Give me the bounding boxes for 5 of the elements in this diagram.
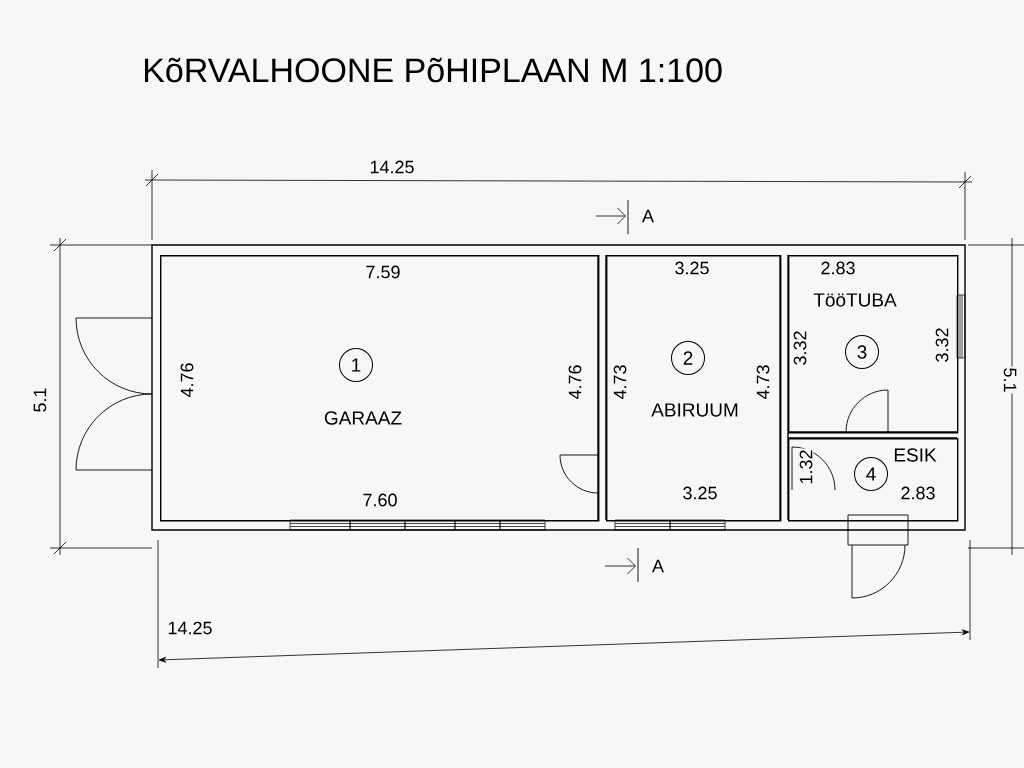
title: KõRVALHOONE PõHIPLAAN M 1:100 xyxy=(145,57,722,83)
room-number: 1 xyxy=(339,348,373,382)
room-number: 3 xyxy=(845,335,879,369)
room-number: 2 xyxy=(671,341,705,375)
room-number: 4 xyxy=(854,457,888,491)
